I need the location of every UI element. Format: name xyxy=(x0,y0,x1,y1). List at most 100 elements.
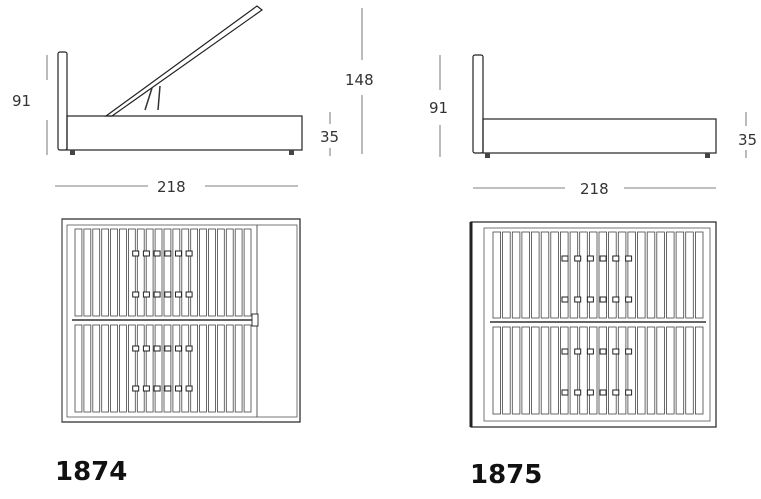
slat xyxy=(598,326,607,415)
slat-clip xyxy=(625,348,633,355)
slat xyxy=(675,326,685,415)
slat-clip xyxy=(574,389,582,396)
slat-clip xyxy=(586,389,594,396)
slat xyxy=(163,324,172,413)
slat xyxy=(656,326,665,415)
gas-strut xyxy=(157,85,161,111)
slat xyxy=(101,324,109,413)
slat-clip xyxy=(561,296,569,303)
slat xyxy=(617,231,627,319)
slat xyxy=(521,326,530,415)
slat xyxy=(83,324,92,413)
slat xyxy=(163,228,172,317)
slat-clip xyxy=(175,250,182,257)
slat xyxy=(550,326,559,415)
slat-clip xyxy=(599,348,607,355)
slat xyxy=(225,228,234,317)
slat xyxy=(136,324,145,413)
slat xyxy=(511,231,521,319)
slat-clip xyxy=(612,348,620,355)
slat xyxy=(199,228,207,317)
dimension-base-height-1875: 35 xyxy=(738,112,757,158)
slat xyxy=(646,231,656,319)
slat xyxy=(216,228,225,317)
slat xyxy=(569,326,579,415)
base-height-label: 35 xyxy=(738,131,757,149)
slats-lower xyxy=(74,324,252,413)
slat-clip xyxy=(625,296,633,303)
slat xyxy=(225,324,234,413)
slat-clip xyxy=(142,250,150,257)
slats-upper xyxy=(74,228,252,317)
length-label: 218 xyxy=(580,180,609,198)
slat xyxy=(637,326,646,415)
slat xyxy=(675,231,685,319)
slat-clip xyxy=(164,291,172,298)
length-label: 218 xyxy=(157,178,186,196)
dimension-height-1874: 91 xyxy=(12,55,48,155)
slat xyxy=(502,231,511,319)
slat xyxy=(608,326,617,415)
slat-clip xyxy=(142,385,150,392)
bed-1875-side-view xyxy=(472,54,717,158)
base-height-label: 35 xyxy=(320,128,339,146)
slat xyxy=(589,326,598,415)
slat xyxy=(560,231,569,319)
slat xyxy=(243,324,252,413)
slat xyxy=(181,228,190,317)
slat xyxy=(627,231,636,319)
gas-strut xyxy=(144,87,153,111)
slat xyxy=(579,231,588,319)
slat xyxy=(110,324,118,413)
bed-1874-top-view xyxy=(61,218,301,423)
slat xyxy=(627,326,636,415)
frame-inner xyxy=(483,227,711,422)
slat xyxy=(569,231,579,319)
bed-1874-side-view xyxy=(57,5,303,155)
slat xyxy=(234,228,243,317)
slat xyxy=(531,231,540,319)
slat xyxy=(199,324,207,413)
slat xyxy=(190,324,198,413)
slat-clip xyxy=(599,255,607,262)
slat xyxy=(101,228,109,317)
slat-clip xyxy=(612,389,620,396)
storage-compartment xyxy=(256,224,298,418)
slat xyxy=(637,231,646,319)
bed-base xyxy=(482,118,717,154)
slat xyxy=(234,324,243,413)
slat xyxy=(216,324,225,413)
slat xyxy=(74,228,83,317)
foot-left xyxy=(70,150,75,155)
slat xyxy=(208,324,216,413)
slat-clip xyxy=(132,345,140,352)
bed-base xyxy=(66,115,303,151)
slat-clip xyxy=(153,291,161,298)
slat-clip xyxy=(132,291,140,298)
slat-clip xyxy=(175,291,182,298)
slat-clip xyxy=(561,389,569,396)
slat xyxy=(119,228,127,317)
slat xyxy=(154,324,163,413)
slat xyxy=(550,231,559,319)
slat xyxy=(617,326,627,415)
slats-lower xyxy=(492,326,704,415)
slat xyxy=(540,326,550,415)
headboard xyxy=(472,54,484,154)
slat-clip xyxy=(175,385,182,392)
slat xyxy=(145,324,154,413)
foot-right xyxy=(289,150,294,155)
dimension-length-1874: 218 xyxy=(55,178,298,196)
slat xyxy=(172,324,181,413)
frame-outer xyxy=(470,221,717,428)
slat-clip xyxy=(574,348,582,355)
slat xyxy=(243,228,252,317)
slat-clip xyxy=(153,250,161,257)
slat-clip xyxy=(185,291,193,298)
dimension-open-height-1874: 148 xyxy=(345,8,374,154)
model-number-1875: 1875 xyxy=(470,460,542,490)
slat xyxy=(492,326,501,415)
slat xyxy=(181,324,190,413)
slat xyxy=(579,326,588,415)
